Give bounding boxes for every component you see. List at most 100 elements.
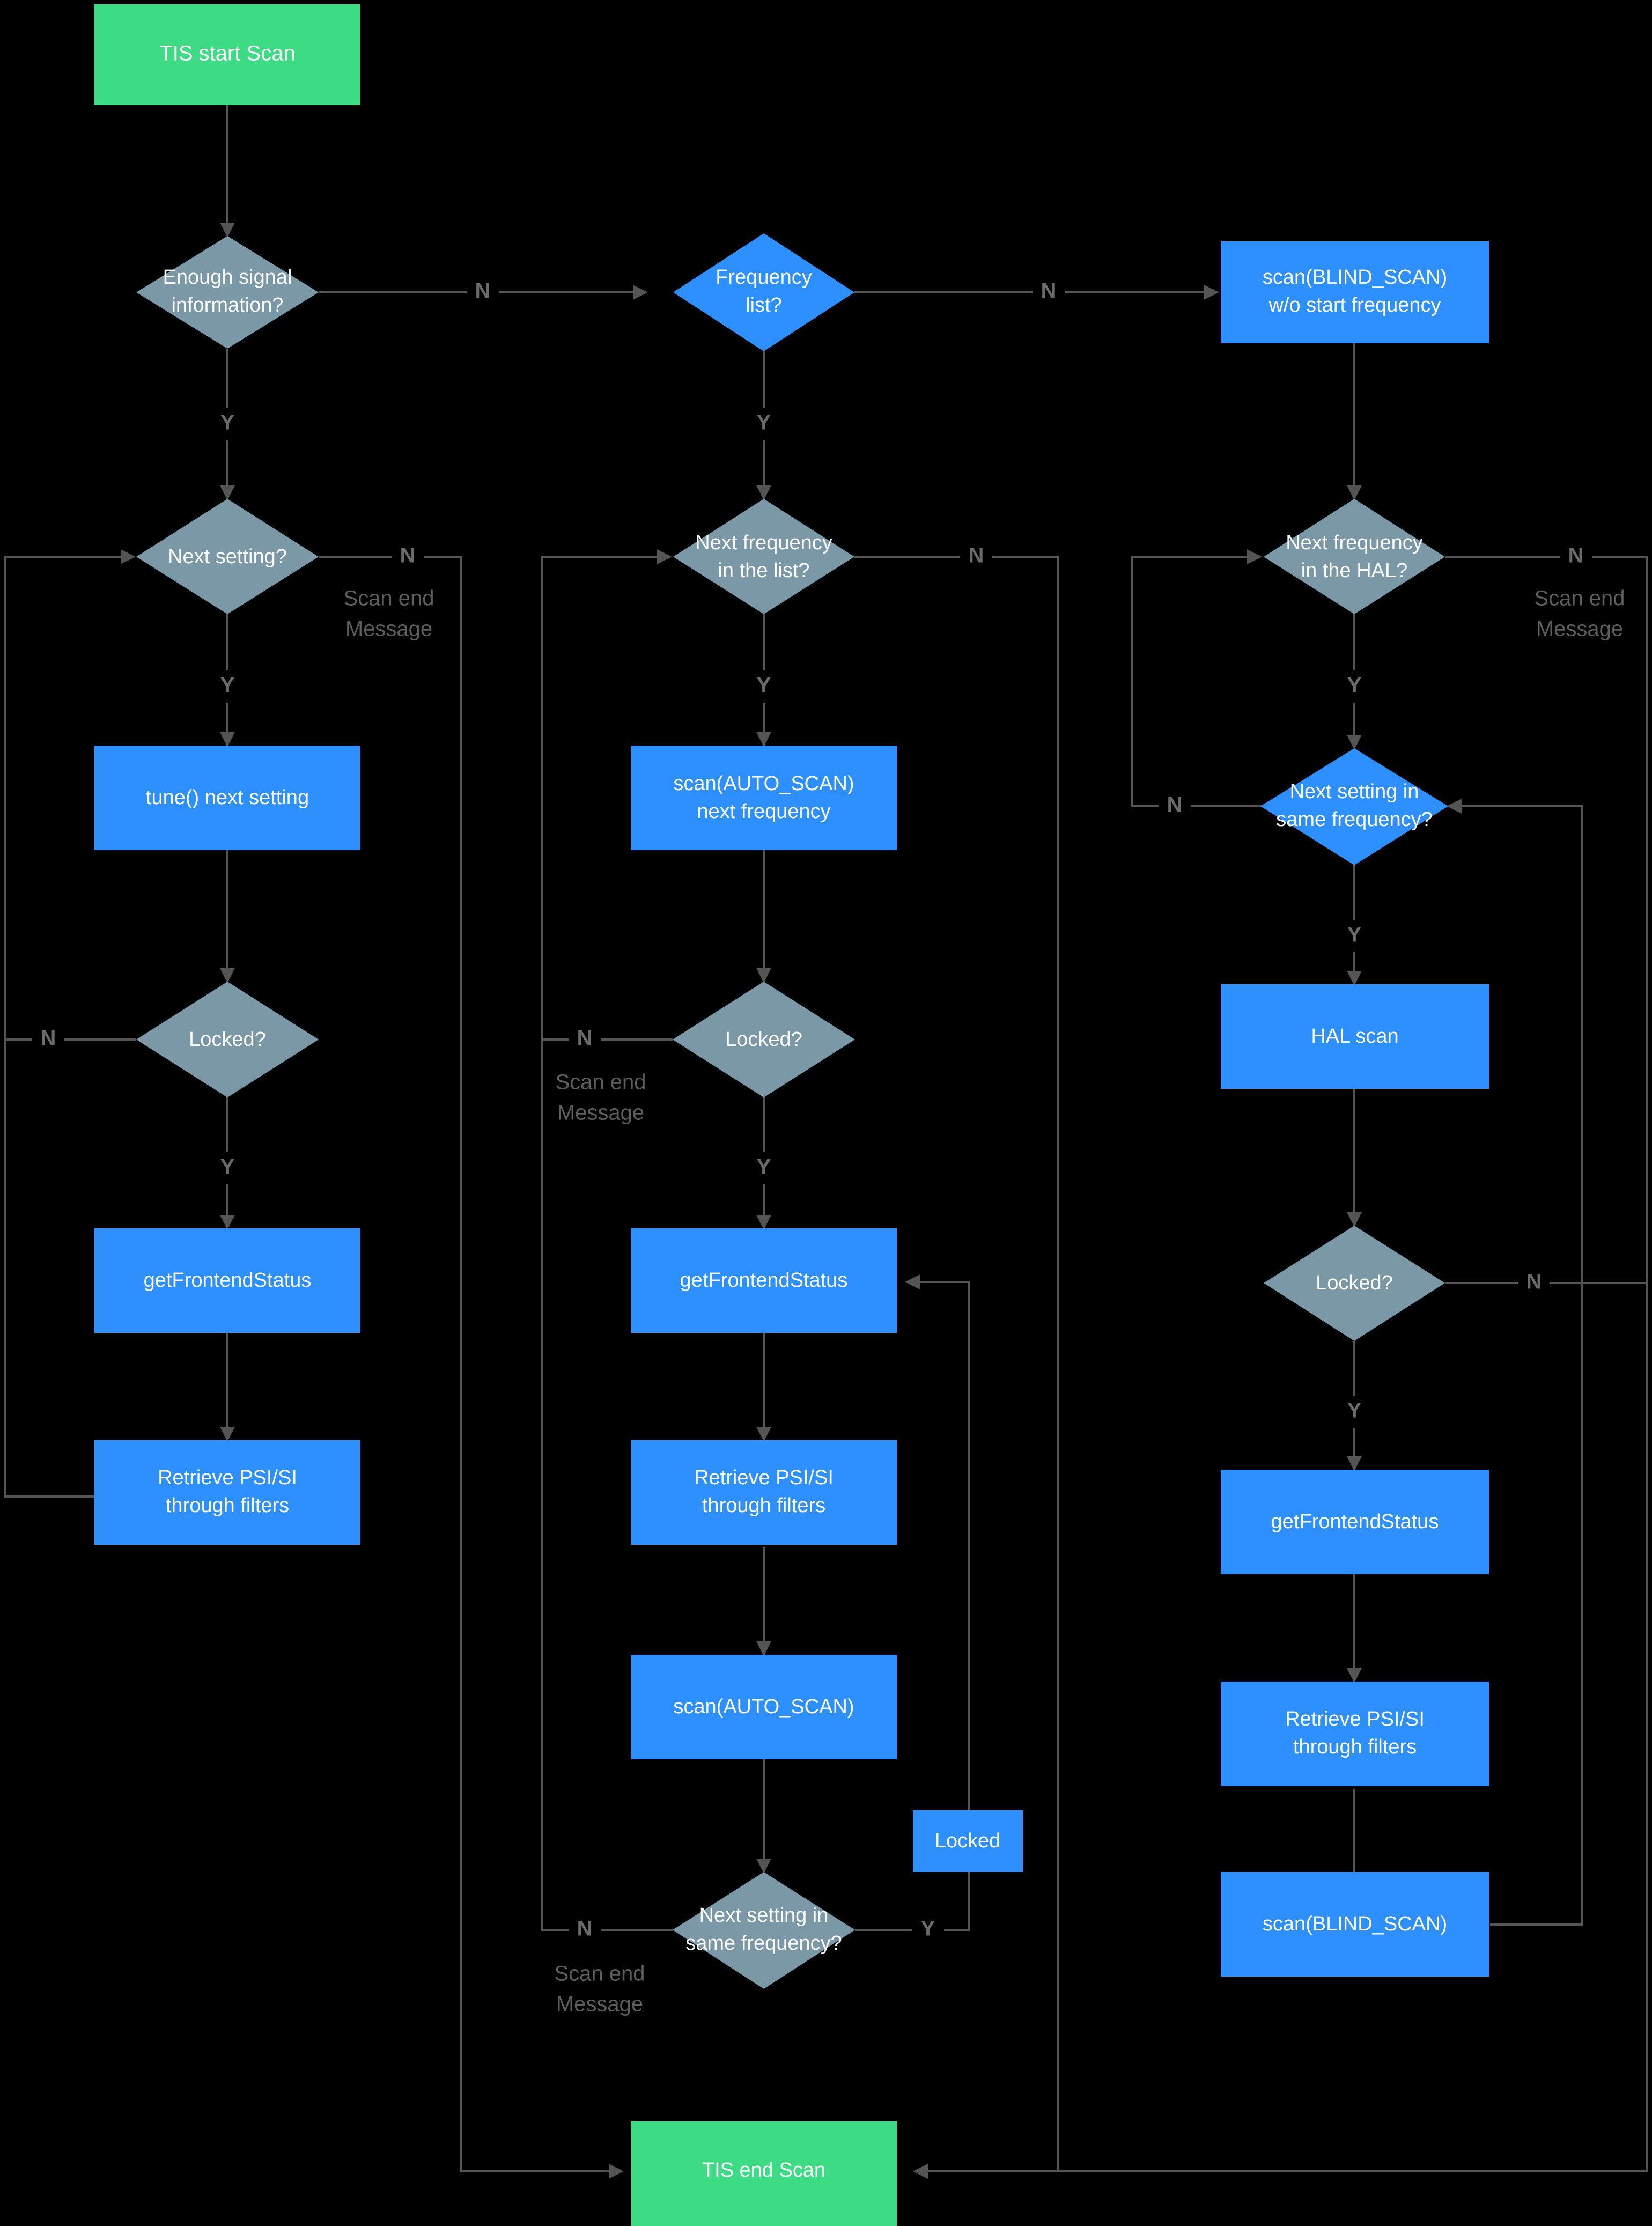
node-blind-scan-no-start[interactable]: scan(BLIND_SCAN) w/o start frequency	[1221, 241, 1489, 343]
edge-label-next-freq-list-yes: Y	[757, 674, 771, 697]
tune-next-setting-label: tune() next setting	[146, 786, 309, 809]
node-next-freq-hal[interactable]: Next frequency in the HAL?	[1264, 499, 1445, 614]
locked-right-label: Locked?	[1316, 1272, 1393, 1294]
label-bg-17	[1518, 1267, 1550, 1299]
auto-scan-shape	[631, 1655, 897, 1759]
edge-label-next-freq-hal-yes: Y	[1347, 674, 1362, 697]
node-start[interactable]: TIS start Scan	[94, 4, 360, 105]
edge-psi-left-loop	[4, 557, 94, 1498]
get-frontend-status-left-shape	[94, 1228, 360, 1333]
hal-scan-label: HAL scan	[1311, 1025, 1398, 1048]
tune-next-setting-shape	[94, 746, 360, 850]
next-setting-same-freq-right-label-line1: Next setting in	[1290, 780, 1419, 803]
node-end[interactable]: TIS end Scan	[631, 2121, 897, 2226]
edge-label-locked-mid-yes: Y	[757, 1155, 771, 1179]
label-bg-14	[569, 1023, 601, 1056]
node-next-freq-list[interactable]: Next frequency in the list?	[673, 499, 854, 614]
edge-label-locked-right-yes: Y	[1347, 1399, 1362, 1422]
retrieve-psi-left-label-line2: through filters	[166, 1494, 289, 1517]
label-bg-13	[32, 1023, 64, 1056]
hal-scan-shape	[1221, 984, 1489, 1089]
locked-mid-label: Locked?	[725, 1028, 802, 1051]
locked-left-label: Locked?	[189, 1028, 266, 1051]
label-bg-16	[748, 1152, 780, 1184]
edge-label-next-setting-yes: Y	[220, 674, 235, 697]
note-scan-end-mid-line2: Message	[557, 1101, 644, 1125]
node-locked-mid[interactable]: Locked?	[673, 982, 855, 1097]
locked-right-shape	[1264, 1226, 1445, 1341]
edge-label-next-setting-right-no: N	[1167, 793, 1183, 817]
label-bg-12	[1338, 920, 1370, 952]
blind-scan-no-start-shape	[1221, 241, 1489, 343]
edge-next-setting-no-to-end	[319, 556, 624, 2179]
get-frontend-status-mid-label: getFrontendStatus	[680, 1269, 848, 1292]
auto-scan-next-freq-label-line2: next frequency	[697, 800, 830, 823]
node-get-frontend-status-right[interactable]: getFrontendStatus	[1221, 1470, 1489, 1574]
edge-label-locked-right-no: N	[1526, 1270, 1542, 1294]
auto-scan-label: scan(AUTO_SCAN)	[673, 1696, 854, 1718]
label-bg-1	[467, 276, 499, 308]
edge-label-next-setting-no: N	[400, 544, 416, 567]
get-frontend-status-left-label: getFrontendStatus	[144, 1269, 312, 1292]
node-retrieve-psi-right[interactable]: Retrieve PSI/SI through filters	[1221, 1682, 1489, 1786]
edge-label-locked-left-yes: Y	[220, 1155, 235, 1179]
label-bg-11	[1159, 790, 1191, 822]
edge-label-next-freq-hal-no: N	[1568, 544, 1584, 567]
node-locked-badge[interactable]: Locked	[913, 1810, 1023, 1872]
note-scan-end-bottom-line2: Message	[556, 1993, 643, 2016]
edge-blindscan-loop-to-next-setting-right	[1447, 799, 1583, 1926]
next-setting-same-freq-right-shape	[1260, 748, 1448, 865]
note-scan-end-left-line2: Message	[345, 617, 432, 641]
note-scan-end-mid-line1: Scan end	[555, 1071, 646, 1094]
auto-scan-next-freq-label-line1: scan(AUTO_SCAN)	[673, 772, 854, 795]
node-blind-scan[interactable]: scan(BLIND_SCAN)	[1221, 1872, 1489, 1977]
node-locked-left[interactable]: Locked?	[136, 982, 319, 1097]
edge-label-locked-left-no: N	[41, 1027, 56, 1050]
note-scan-end-bottom-line1: Scan end	[554, 1962, 645, 1986]
blind-scan-shape	[1221, 1872, 1489, 1977]
label-bg-3	[211, 408, 244, 440]
node-next-setting[interactable]: Next setting?	[136, 499, 319, 614]
retrieve-psi-left-label-line1: Retrieve PSI/SI	[158, 1466, 297, 1489]
node-auto-scan[interactable]: scan(AUTO_SCAN)	[631, 1655, 897, 1759]
edge-label-frequency-list-no: N	[1041, 279, 1057, 303]
edge-next-setting-right-no-loop	[1131, 549, 1263, 807]
edge-label-next-freq-list-no: N	[969, 544, 984, 567]
node-retrieve-psi-left[interactable]: Retrieve PSI/SI through filters	[94, 1440, 360, 1545]
next-freq-list-label-line2: in the list?	[718, 559, 809, 582]
auto-scan-next-freq-shape	[631, 746, 897, 850]
node-get-frontend-status-mid[interactable]: getFrontendStatus	[631, 1228, 897, 1333]
next-freq-hal-label-line2: in the HAL?	[1301, 559, 1408, 582]
end-shape	[631, 2121, 897, 2226]
end-label: TIS end Scan	[702, 2159, 825, 2181]
enough-signal-label-line2: information?	[171, 294, 283, 316]
retrieve-psi-mid-shape	[631, 1440, 897, 1545]
label-bg-2	[1032, 276, 1065, 308]
edge-label-enough-signal-no: N	[475, 279, 491, 303]
node-retrieve-psi-mid[interactable]: Retrieve PSI/SI through filters	[631, 1440, 897, 1545]
edge-label-frequency-list-yes: Y	[757, 411, 771, 434]
locked-badge-label: Locked	[935, 1830, 1001, 1852]
node-hal-scan[interactable]: HAL scan	[1221, 984, 1489, 1089]
node-next-setting-same-freq-right[interactable]: Next setting in same frequency?	[1260, 748, 1448, 865]
next-freq-list-label-line1: Next frequency	[695, 532, 832, 554]
locked-left-shape	[136, 982, 319, 1097]
next-setting-same-freq-mid-label-line2: same frequency?	[685, 1932, 842, 1955]
note-scan-end-left-line1: Scan end	[343, 587, 434, 610]
node-enough-signal[interactable]: Enough signal information?	[136, 236, 319, 349]
label-bg-4	[748, 408, 780, 440]
edges-layer	[4, 105, 1648, 2179]
retrieve-psi-right-shape	[1221, 1682, 1489, 1786]
edge-label-next-setting-mid-no: N	[577, 1917, 593, 1941]
enough-signal-shape	[136, 236, 319, 349]
node-locked-right[interactable]: Locked?	[1264, 1226, 1445, 1341]
node-auto-scan-next-freq[interactable]: scan(AUTO_SCAN) next frequency	[631, 746, 897, 850]
node-tune-next-setting[interactable]: tune() next setting	[94, 746, 360, 850]
retrieve-psi-right-label-line2: through filters	[1293, 1736, 1417, 1758]
locked-mid-shape	[673, 982, 855, 1097]
node-next-setting-same-freq-mid[interactable]: Next setting in same frequency?	[673, 1872, 855, 1989]
node-get-frontend-status-left[interactable]: getFrontendStatus	[94, 1228, 360, 1333]
node-frequency-list[interactable]: Frequency list?	[673, 233, 854, 351]
edge-next-freq-hal-no-to-end	[913, 556, 1648, 2179]
